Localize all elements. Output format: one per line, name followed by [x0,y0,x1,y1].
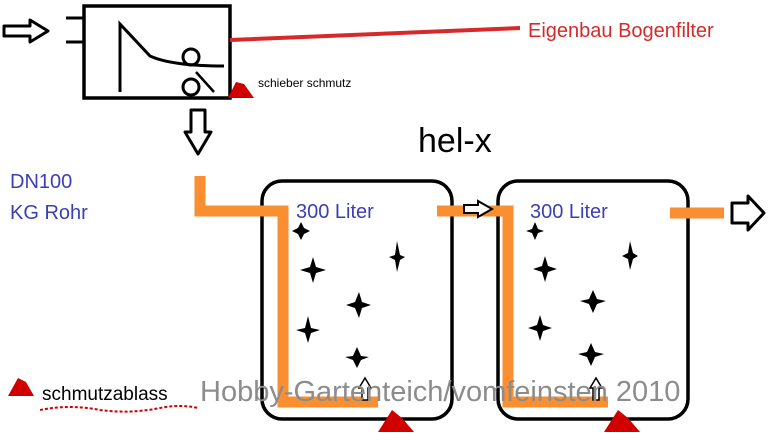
up-arrow-icon-1 [357,376,373,401]
media-cross-icon [622,241,638,270]
media-cross-icon [346,292,371,318]
filter-leader-line [229,26,521,42]
drain-label: schmutzablass [42,384,168,405]
tank-1-volume: 300 Liter [296,201,374,223]
pipe-label-dn100: DN100 [10,171,73,193]
inlet-arrow-icon [2,18,50,44]
up-arrow-icon-2 [588,376,604,401]
media-cross-icon [533,256,557,282]
watermark: Hobby-Gartenteich/vomfeinsten 2010 [200,376,681,408]
tank-2-volume: 300 Liter [530,201,608,223]
media-cross-icon [578,343,604,366]
tank-1 [260,179,454,421]
filter-title: Eigenbau Bogenfilter [528,20,714,42]
drain-valve-icon-1 [378,410,414,432]
helx-label: hel-x [418,122,492,160]
media-cross-icon [526,222,544,240]
media-cross-icon [580,290,606,313]
media-crosses [292,222,638,368]
pipe-label-kg-rohr: KG Rohr [10,202,88,224]
media-cross-icon [296,316,320,343]
pipe-tank-2 [437,205,608,408]
schieber-valve-icon [228,82,254,98]
bogenfilter-box [66,4,232,100]
pipe-tank-1 [194,176,378,408]
media-cross-icon [292,222,310,240]
legend-squiggle [39,405,199,413]
outlet-arrow-icon [730,194,766,232]
down-arrow-icon [183,108,213,156]
tank-2 [496,179,690,421]
drain-valve-icon-2 [604,410,640,432]
media-cross-icon [528,315,552,341]
legend-drain-valve-icon [8,378,34,396]
media-cross-icon [389,241,405,272]
transfer-arrow-icon [463,199,495,219]
schieber-label: schieber schmutz [258,76,352,90]
media-cross-icon [300,257,326,283]
media-cross-icon [345,347,369,368]
